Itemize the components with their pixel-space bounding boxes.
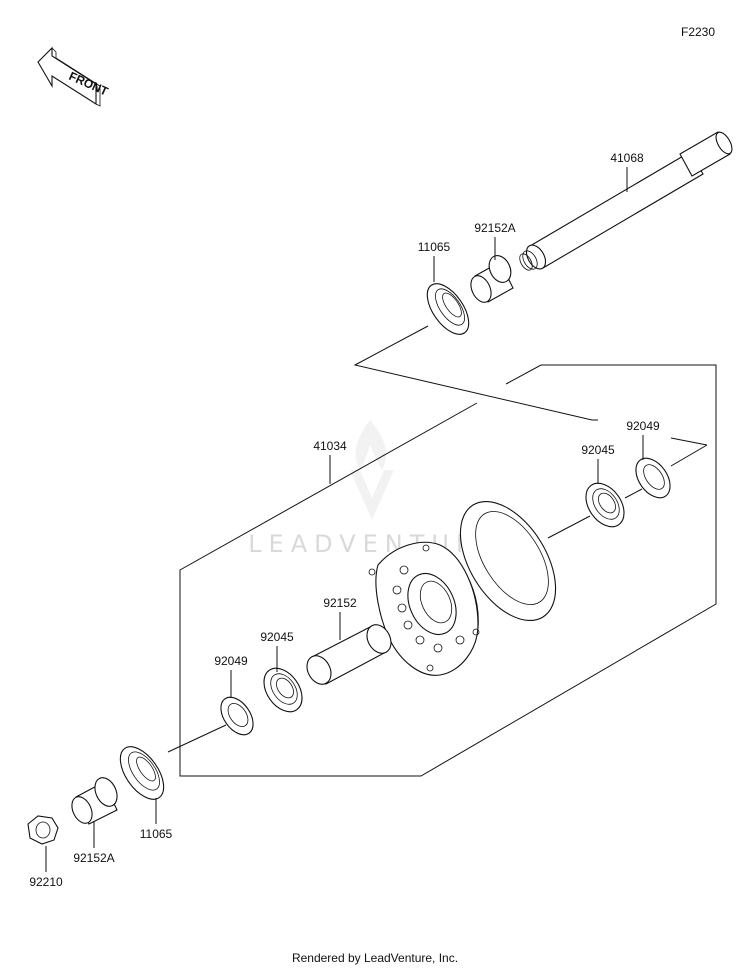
hub-outline-lines	[179, 364, 717, 777]
callout-hub: 41034	[313, 439, 347, 453]
callout-bearing-left: 92045	[260, 630, 294, 644]
nut-part	[27, 815, 59, 845]
watermark-text: LEADVENTURE	[248, 530, 502, 558]
callout-collar-bottom: 92152A	[73, 851, 114, 865]
sleeve-part	[306, 624, 392, 685]
callout-axle: 41068	[610, 151, 644, 165]
callout-oil-seal-right: 92049	[626, 419, 660, 433]
callout-oil-seal-left: 92049	[214, 654, 248, 668]
callout-nut: 92210	[29, 875, 63, 889]
front-arrow-icon: FRONT	[37, 46, 111, 107]
seal-bottom-part	[119, 746, 165, 800]
watermark-logo	[350, 420, 394, 520]
hub-part	[368, 500, 557, 676]
callout-sleeve: 92152	[323, 596, 357, 610]
collar-bottom-part	[71, 777, 118, 825]
connection-lines	[167, 325, 708, 753]
oil-seal-right-part	[635, 457, 671, 499]
oil-seal-left-part	[220, 696, 254, 736]
callout-collar-top: 92152A	[474, 221, 515, 235]
seal-top-part	[426, 283, 470, 335]
bearing-left-part	[263, 667, 303, 713]
collar-top-part	[470, 255, 514, 303]
callout-bearing-right: 92045	[581, 443, 615, 457]
callout-seal-top: 11065	[418, 240, 451, 254]
callout-seal-bottom: 11065	[140, 827, 173, 841]
leader-lines	[45, 167, 644, 872]
diagram-code: F2230	[681, 25, 716, 39]
axle-part	[519, 131, 733, 271]
bearing-right-part	[585, 482, 625, 528]
footer-credit: Rendered by LeadVenture, Inc.	[291, 951, 459, 965]
